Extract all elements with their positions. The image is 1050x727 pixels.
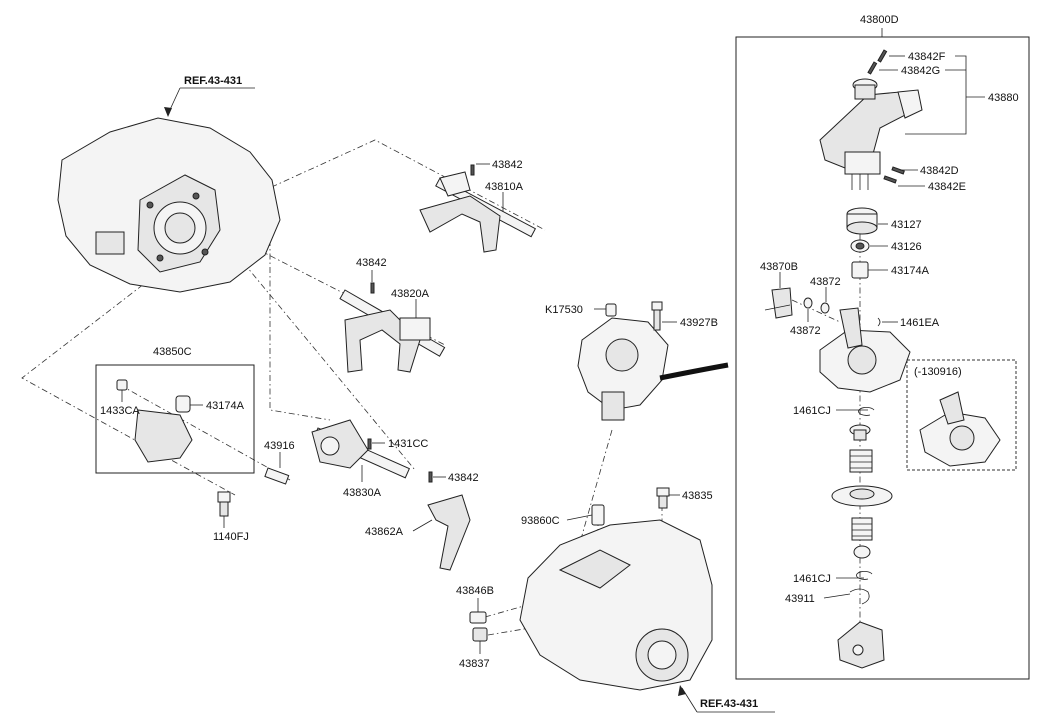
label-1461EA[interactable]: 1461EA	[900, 317, 940, 329]
label-93860C[interactable]: 93860C	[521, 515, 560, 527]
label-43842F[interactable]: 43842F	[908, 51, 946, 63]
cover-plate[interactable]	[819, 307, 911, 393]
assembly-box-43800D	[735, 36, 1030, 680]
label-130916[interactable]: (-130916)	[914, 366, 962, 378]
bolt-1140FJ[interactable]	[217, 491, 231, 517]
spring-clip-43911[interactable]	[849, 588, 870, 605]
lever-43870B[interactable]	[764, 287, 793, 319]
label-43800D[interactable]: 43800D	[860, 14, 899, 26]
label-43127[interactable]: 43127	[891, 219, 922, 231]
label-43927B[interactable]: 43927B	[680, 317, 718, 329]
label-43842-b[interactable]: 43842	[356, 257, 387, 269]
snap-ring-1461CJ-a[interactable]	[858, 407, 875, 416]
shift-lever-43880[interactable]	[819, 78, 923, 190]
label-43830A[interactable]: 43830A	[343, 487, 382, 499]
transmission-case-top[interactable]	[57, 117, 281, 293]
label-43174A-left[interactable]: 43174A	[206, 400, 245, 412]
label-43880[interactable]: 43880	[988, 92, 1019, 104]
label-43916[interactable]: 43916	[264, 440, 295, 452]
spring-upper[interactable]	[849, 449, 873, 473]
label-43820A[interactable]: 43820A	[391, 288, 430, 300]
bolt-43916[interactable]	[264, 467, 290, 485]
label-1140FJ[interactable]: 1140FJ	[213, 531, 249, 543]
label-43810A[interactable]: 43810A	[485, 181, 524, 193]
pin-43842F[interactable]	[877, 49, 888, 63]
leader-lines	[121, 55, 985, 654]
pin-43842G[interactable]	[867, 61, 878, 75]
cap-K17530[interactable]	[605, 303, 617, 317]
label-43872-a[interactable]: 43872	[810, 276, 841, 288]
spring-lower[interactable]	[851, 517, 873, 541]
sensor-93860C[interactable]	[591, 504, 605, 526]
label-1433CA[interactable]: 1433CA	[100, 405, 140, 417]
label-43842E[interactable]: 43842E	[928, 181, 966, 193]
label-1431CC[interactable]: 1431CC	[388, 438, 428, 450]
washer-43872-a[interactable]	[820, 302, 830, 314]
label-43126[interactable]: 43126	[891, 241, 922, 253]
label-43837[interactable]: 43837	[459, 658, 490, 670]
shift-fork-43820A[interactable]	[339, 282, 446, 373]
spring-seat[interactable]	[831, 485, 893, 507]
pin-43842E[interactable]	[883, 175, 897, 184]
assembly-box-43850C	[95, 364, 255, 474]
part-labels: 43800D 43842F 43842G 43880 43842D 43842E…	[100, 14, 1019, 670]
label-43850C[interactable]: 43850C	[153, 346, 192, 358]
cover-plate-variant[interactable]	[919, 391, 1001, 467]
label-K17530[interactable]: K17530	[545, 304, 583, 316]
plug-43846B[interactable]	[469, 611, 487, 624]
plug-43835[interactable]	[656, 487, 670, 509]
label-43911[interactable]: 43911	[785, 593, 815, 605]
snap-ring-1461CJ-b[interactable]	[856, 571, 873, 580]
variant-box-130916	[906, 359, 1017, 471]
label-43846B[interactable]: 43846B	[456, 585, 494, 597]
label-1461CJ-b[interactable]: 1461CJ	[793, 573, 831, 585]
transmission-case-bottom[interactable]	[519, 519, 713, 691]
seal-43126[interactable]	[850, 239, 870, 253]
retainer-upper[interactable]	[849, 424, 871, 441]
shift-fork-43810A[interactable]	[419, 164, 537, 253]
label-43842G[interactable]: 43842G	[901, 65, 940, 77]
label-43872-b[interactable]: 43872	[790, 325, 821, 337]
pin-1431CC[interactable]	[367, 438, 372, 450]
ref-bottom-callout[interactable]: REF.43-431	[678, 685, 775, 713]
plug-43837[interactable]	[472, 627, 488, 642]
label-43870B[interactable]: 43870B	[760, 261, 798, 273]
shift-fork-43862A[interactable]	[427, 471, 471, 571]
ref-label-top[interactable]: REF.43-431	[184, 75, 242, 87]
label-43842D[interactable]: 43842D	[920, 165, 959, 177]
label-1461CJ-a[interactable]: 1461CJ	[793, 405, 831, 417]
bolt-43927B[interactable]	[651, 301, 663, 331]
control-housing[interactable]	[577, 317, 729, 421]
label-43842-c[interactable]: 43842	[448, 472, 479, 484]
shift-rail-43830A[interactable]	[311, 419, 411, 479]
bracket-bottom[interactable]	[837, 621, 885, 669]
bushing-43127[interactable]	[846, 207, 878, 235]
label-43842-a[interactable]: 43842	[492, 159, 523, 171]
label-43862A[interactable]: 43862A	[365, 526, 404, 538]
pin-43842D[interactable]	[891, 166, 905, 175]
lever-43850C[interactable]	[116, 379, 193, 463]
clip-1461EA[interactable]	[877, 317, 881, 327]
retainer-lower[interactable]	[853, 545, 871, 559]
washer-43872-b[interactable]	[803, 297, 813, 309]
ref-top-callout[interactable]: REF.43-431	[164, 75, 255, 117]
label-43174A-right[interactable]: 43174A	[891, 265, 930, 277]
ref-label-bottom[interactable]: REF.43-431	[700, 698, 758, 710]
label-43835[interactable]: 43835	[682, 490, 713, 502]
bushing-43174A[interactable]	[851, 261, 869, 279]
